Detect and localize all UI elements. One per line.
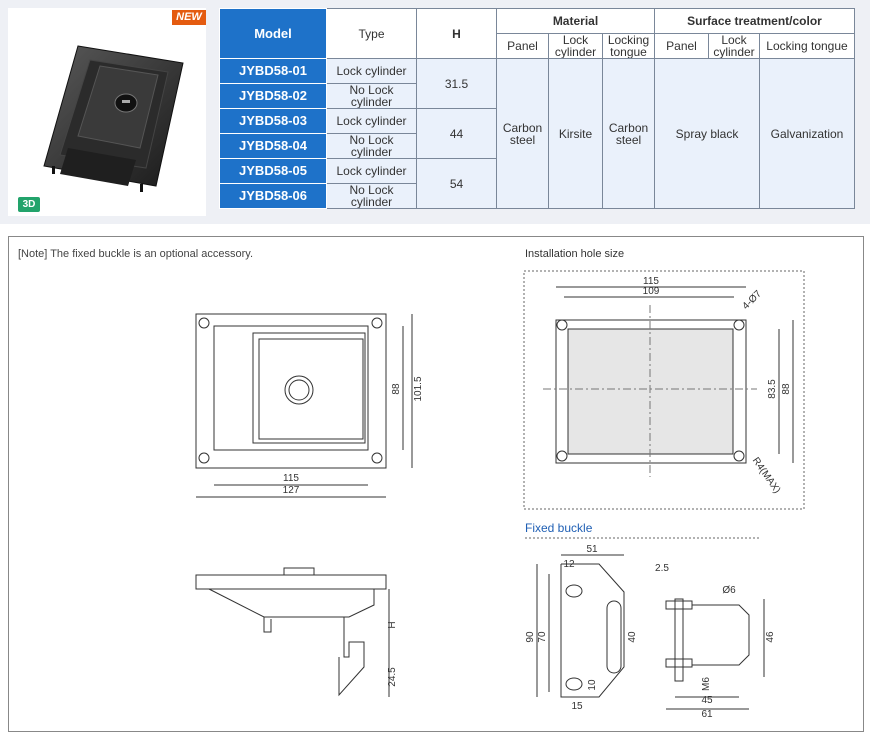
dim-buckle-m: M6 (701, 677, 712, 691)
3d-badge[interactable]: 3D (18, 197, 40, 212)
material-cylinder-header: Lock cylinder (548, 33, 603, 59)
dim-buckle-h-total: 90 (525, 631, 536, 643)
latch-render-image (43, 45, 184, 192)
dim-hole-h-outer: 88 (781, 383, 792, 395)
col-h-header: H (416, 8, 497, 59)
technical-drawing-panel: [Note] The fixed buckle is an optional a… (8, 236, 864, 732)
dim-buckle-t: 2.5 (655, 563, 669, 574)
new-badge: NEW (172, 10, 206, 25)
surface-group-header: Surface treatment/color (654, 8, 855, 34)
table-row-type: Lock cylinder (326, 158, 417, 184)
table-row-model: JYBD58-04 (219, 133, 327, 159)
dim-front-w-inner: 115 (283, 473, 299, 484)
dim-hole-diameter: 4-Ø7 (740, 288, 764, 312)
dim-hole-radius: R4(MAX) (750, 456, 783, 496)
dim-side-t: 24.5 (387, 667, 398, 687)
table-row-model: JYBD58-06 (219, 183, 327, 209)
product-header: NEW 3D Model Type H Material Surface tre… (0, 0, 870, 224)
dim-buckle-bottom-w: 15 (571, 701, 583, 712)
col-model-header: Model (219, 8, 327, 59)
product-photo (8, 8, 206, 216)
material-group-header: Material (496, 8, 655, 34)
material-cylinder-value: Kirsite (548, 58, 603, 209)
table-row-type: Lock cylinder (326, 108, 417, 134)
dim-buckle-top: 12 (563, 559, 575, 570)
table-row-type: Lock cylinder (326, 58, 417, 84)
surface-tongue-value: Galvanization (759, 58, 855, 209)
front-view (195, 313, 413, 498)
accessory-note: [Note] The fixed buckle is an optional a… (18, 248, 253, 260)
dim-hole-h-inner: 83.5 (767, 379, 778, 399)
dim-buckle-w1: 45 (701, 695, 713, 706)
surface-panel-header: Panel (654, 33, 709, 59)
table-row-type: No Lock cylinder (326, 183, 417, 209)
dim-buckle-bottom: 10 (587, 679, 598, 691)
dim-hole-w-inner: 109 (643, 286, 660, 297)
dim-side-h: H (387, 621, 398, 628)
installation-hole-view (523, 270, 805, 510)
material-tongue-value: Carbon steel (602, 58, 655, 209)
table-row-model: JYBD58-03 (219, 108, 327, 134)
material-panel-header: Panel (496, 33, 549, 59)
dim-buckle-slot: 40 (627, 631, 638, 643)
dim-front-w-outer: 127 (283, 485, 300, 496)
table-row-model: JYBD58-01 (219, 58, 327, 84)
drawing-canvas: 115 127 88 101.5 H 24.5 115 109 4-Ø7 83.… (195, 270, 805, 720)
dim-buckle-w: 51 (586, 544, 598, 555)
surface-panel-value: Spray black (654, 58, 760, 209)
dim-hole-w-outer: 115 (643, 276, 659, 287)
surface-tongue-header: Locking tongue (759, 33, 855, 59)
h-value: 54 (416, 158, 497, 209)
side-view (195, 567, 390, 697)
col-type-header: Type (326, 8, 417, 59)
dim-buckle-w2: 61 (701, 709, 713, 720)
table-row-type: No Lock cylinder (326, 133, 417, 159)
h-value: 44 (416, 108, 497, 159)
spec-table: Model Type H Material Surface treatment/… (219, 8, 855, 209)
table-row-type: No Lock cylinder (326, 83, 417, 109)
dim-buckle-d: Ø6 (722, 585, 736, 596)
dim-buckle-h-mid: 70 (537, 631, 548, 643)
table-row-model: JYBD58-05 (219, 158, 327, 184)
material-tongue-header: Locking tongue (602, 33, 655, 59)
installation-hole-title: Installation hole size (525, 248, 625, 260)
dim-front-h-inner: 88 (391, 383, 402, 395)
h-value: 31.5 (416, 58, 497, 109)
fixed-buckle-title: Fixed buckle (525, 521, 593, 535)
dim-front-h-outer: 101.5 (413, 376, 424, 401)
material-panel-value: Carbon steel (496, 58, 549, 209)
surface-cylinder-header: Lock cylinder (708, 33, 760, 59)
table-row-model: JYBD58-02 (219, 83, 327, 109)
fixed-buckle-view (525, 537, 765, 710)
dim-buckle-h-side: 46 (765, 631, 776, 643)
